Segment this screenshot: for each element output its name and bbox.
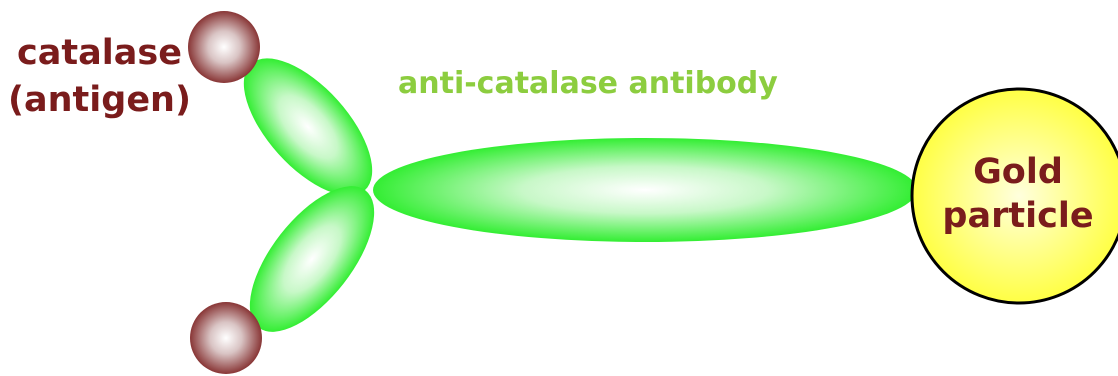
antigen-sphere-bottom: [190, 302, 262, 374]
gold-label-line1: Gold: [918, 150, 1118, 194]
antibody-fc-stem: [373, 138, 917, 242]
antigen-label: catalase (antigen): [8, 30, 191, 124]
antibody-label: anti-catalase antibody: [398, 66, 778, 101]
antigen-label-line2: (antigen): [8, 77, 191, 124]
gold-particle-label: Gold particle: [918, 150, 1118, 238]
antigen-sphere-top: [188, 11, 260, 83]
gold-label-line2: particle: [918, 194, 1118, 238]
antigen-label-line1: catalase: [8, 30, 191, 77]
